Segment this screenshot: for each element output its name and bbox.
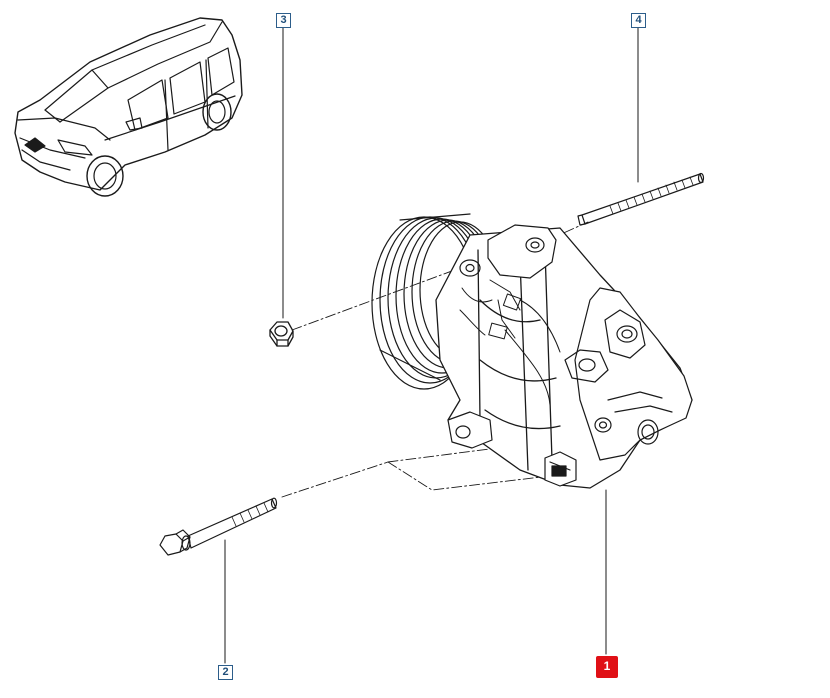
callout-1-selected[interactable]: 1 [596, 656, 618, 678]
vehicle-illustration [14, 17, 243, 197]
compressor-connector [544, 451, 577, 487]
compressor-top-bracket [459, 224, 557, 279]
leader-lines [224, 27, 639, 664]
compressor-bottom-ear [447, 411, 493, 449]
compressor-rear-head [564, 287, 693, 461]
axis-bolt [281, 461, 389, 498]
callout-3[interactable]: 3 [276, 13, 291, 28]
callout-4[interactable]: 4 [631, 13, 646, 28]
ac-compressor [371, 213, 693, 489]
axis-nut [291, 267, 461, 331]
mounting-bolt [159, 497, 278, 556]
hex-nut [269, 321, 294, 347]
callout-2[interactable]: 2 [218, 665, 233, 680]
stud-bolt [577, 172, 705, 226]
compressor-wiring [459, 279, 561, 406]
